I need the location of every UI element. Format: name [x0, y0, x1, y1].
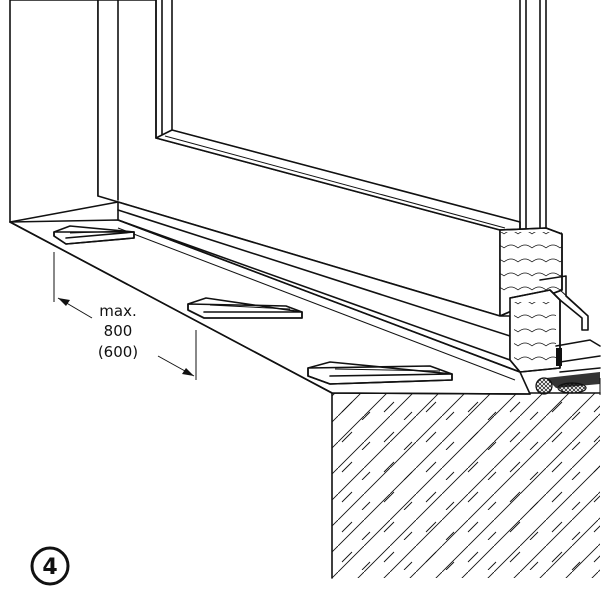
step-badge: 4: [30, 546, 70, 586]
frame-bottom-rail: [117, 201, 601, 373]
dimension-label-line2: 800: [104, 322, 133, 340]
step-number: 4: [42, 555, 57, 580]
support-block-1: [53, 225, 135, 245]
dimension-spacing: max. 800 (600): [53, 252, 197, 380]
window-frame: [97, 0, 563, 317]
dimension-label-line1: max.: [99, 302, 136, 320]
support-block-2: [187, 297, 303, 319]
sill-seals: [535, 348, 601, 395]
masonry-substrate: [331, 392, 601, 579]
dimension-label-line3: (600): [98, 343, 138, 361]
support-block-3: [307, 361, 453, 385]
